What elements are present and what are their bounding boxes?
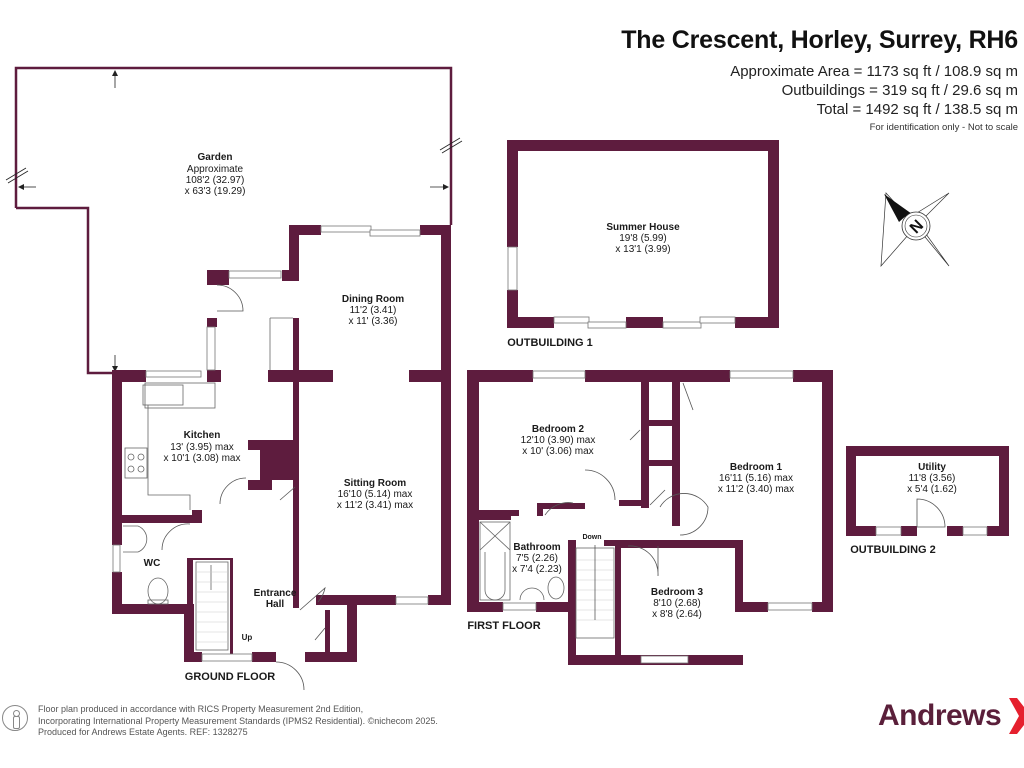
sitting-room-line1: 16'10 (5.14) max bbox=[338, 489, 413, 500]
bedroom-3-name: Bedroom 3 bbox=[651, 587, 704, 598]
bathroom-fittings bbox=[479, 521, 615, 639]
bedroom-1-line1: 16'11 (5.16) max bbox=[719, 473, 793, 484]
sitting-room-line2: x 11'2 (3.41) max bbox=[337, 500, 413, 511]
bedroom-2-line2: x 10' (3.06) max bbox=[522, 446, 593, 457]
garden-name: Garden bbox=[197, 152, 232, 163]
footer-line-1: Floor plan produced in accordance with R… bbox=[38, 704, 364, 714]
chevron-right-icon bbox=[1009, 698, 1024, 734]
bathroom-name: Bathroom bbox=[513, 542, 560, 553]
brand-name: Andrews bbox=[878, 699, 1002, 732]
garden-line2: 108'2 (32.97) bbox=[186, 175, 245, 186]
garden-line1: Approximate bbox=[187, 164, 244, 175]
scale-disclaimer: For identification only - Not to scale bbox=[869, 122, 1018, 133]
bathroom-line1: 7'5 (2.26) bbox=[516, 553, 558, 564]
bedroom-1-name: Bedroom 1 bbox=[730, 462, 783, 473]
bedroom-2-name: Bedroom 2 bbox=[532, 424, 585, 435]
dining-room-line1: 11'2 (3.41) bbox=[350, 305, 397, 316]
utility-windows bbox=[875, 526, 988, 536]
bedroom-2-line1: 12'10 (3.90) max bbox=[521, 435, 596, 446]
kitchen-line1: 13' (3.95) max bbox=[170, 442, 234, 453]
sitting-room-name: Sitting Room bbox=[344, 478, 406, 489]
total-area: Total = 1492 sq ft / 138.5 sq m bbox=[816, 101, 1018, 118]
utility-name: Utility bbox=[918, 462, 946, 473]
summer-house-line2: x 13'1 (3.99) bbox=[615, 244, 670, 255]
kitchen-line2: x 10'1 (3.08) max bbox=[164, 453, 241, 464]
kitchen-fittings bbox=[123, 317, 293, 651]
outbuildings-area: Outbuildings = 319 sq ft / 29.6 sq m bbox=[781, 82, 1018, 99]
utility-line2: x 5'4 (1.62) bbox=[907, 484, 957, 495]
stair-treads-ground bbox=[196, 571, 228, 643]
property-title: The Crescent, Horley, Surrey, RH6 bbox=[621, 26, 1018, 54]
summer-house-walls bbox=[507, 140, 779, 328]
stairs-up-label: Up bbox=[242, 633, 253, 642]
summer-house-name: Summer House bbox=[606, 222, 680, 233]
bedroom-3-line2: x 8'8 (2.64) bbox=[652, 609, 702, 620]
first-floor-windows bbox=[502, 370, 813, 664]
first-floor-label: FIRST FLOOR bbox=[467, 620, 540, 632]
garden-arrowheads bbox=[18, 70, 449, 372]
summer-house-windows bbox=[507, 246, 736, 329]
brand-logo: Andrews bbox=[878, 698, 1024, 734]
ground-floor-windows bbox=[112, 225, 429, 662]
bathroom-line2: x 7'4 (2.23) bbox=[512, 564, 562, 575]
footer-line-2: Incorporating International Property Mea… bbox=[38, 715, 438, 726]
garden-line3: x 63'3 (19.29) bbox=[185, 186, 246, 197]
footer-notes: Floor plan produced in accordance with R… bbox=[38, 704, 438, 739]
approximate-area: Approximate Area = 1173 sq ft / 108.9 sq… bbox=[730, 63, 1018, 80]
first-floor-door-swings bbox=[544, 382, 709, 577]
ground-floor-walls bbox=[112, 225, 451, 662]
footer-line-3: Produced for Andrews Estate Agents. REF:… bbox=[38, 727, 248, 737]
bedroom-1-line2: x 11'2 (3.40) max bbox=[718, 484, 794, 495]
stairs-down-label: Down bbox=[582, 534, 601, 541]
wc-name: WC bbox=[144, 558, 161, 569]
north-compass-icon: N bbox=[880, 192, 950, 268]
entrance-hall-name: Entrance bbox=[254, 588, 297, 599]
utility-walls bbox=[846, 446, 1009, 536]
outbuilding-2-label: OUTBUILDING 2 bbox=[850, 544, 936, 556]
area-summary: Approximate Area = 1173 sq ft / 108.9 sq… bbox=[730, 62, 1018, 119]
garden-boundary bbox=[14, 66, 453, 375]
dining-room-name: Dining Room bbox=[342, 294, 404, 305]
person-accessibility-icon bbox=[2, 705, 28, 731]
dining-room-line2: x 11' (3.36) bbox=[349, 316, 398, 327]
utility-line1: 11'8 (3.56) bbox=[909, 473, 956, 484]
ground-floor-door-swings bbox=[161, 284, 326, 691]
ground-floor-label: GROUND FLOOR bbox=[185, 671, 275, 683]
summer-house-line1: 19'8 (5.99) bbox=[619, 233, 667, 244]
kitchen-name: Kitchen bbox=[184, 430, 221, 441]
outbuilding-1-label: OUTBUILDING 1 bbox=[507, 337, 593, 349]
bedroom-3-line1: 8'10 (2.68) bbox=[653, 598, 701, 609]
utility-door-swing bbox=[916, 498, 946, 528]
entrance-hall-name2: Hall bbox=[266, 599, 285, 610]
